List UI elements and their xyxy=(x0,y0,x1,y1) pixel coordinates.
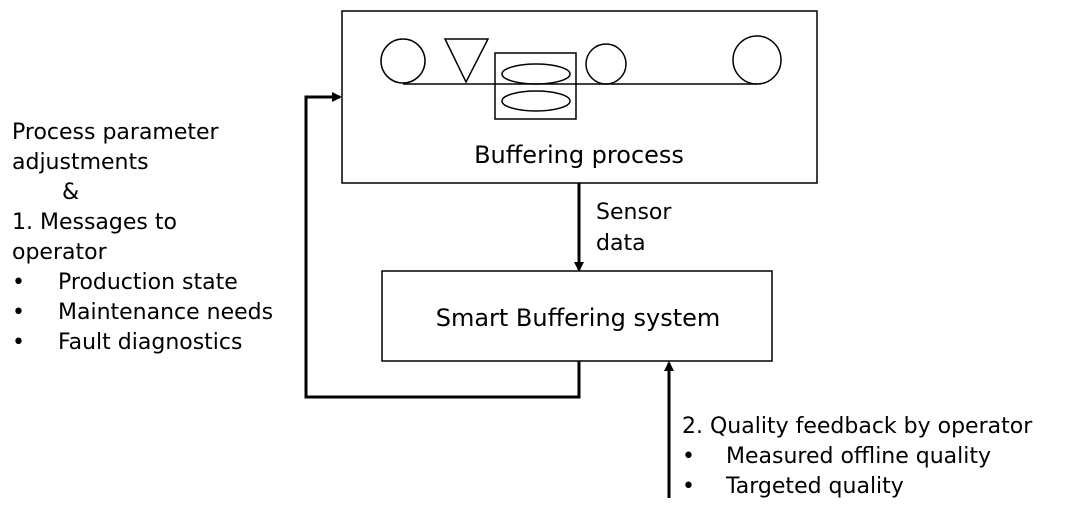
message-bullet-production: Production state xyxy=(12,268,273,298)
quality-bullet-measured: Measured offline quality xyxy=(682,442,1032,472)
adjustments-line1: Process parameter xyxy=(12,120,219,145)
message-bullet-fault: Fault diagnostics xyxy=(12,328,273,358)
quality-title: 2. Quality feedback by operator xyxy=(682,414,1033,439)
adjustments-line2: adjustments xyxy=(12,150,149,175)
quality-bullet-targeted: Targeted quality xyxy=(682,472,1032,502)
process-machine-icon xyxy=(380,35,782,120)
quality-feedback-annotation: 2. Quality feedback by operator Measured… xyxy=(682,412,1032,502)
ampersand: & xyxy=(62,180,80,205)
buffering-process-box: Buffering process xyxy=(341,10,818,184)
adjustments-annotation: Process parameter adjustments & 1. Messa… xyxy=(12,118,273,358)
smart-buffering-system-box: Smart Buffering system xyxy=(381,270,773,362)
sensor-label-line1: Sensor xyxy=(596,200,672,225)
messages-line2: operator xyxy=(12,240,107,265)
message-bullet-maintenance: Maintenance needs xyxy=(12,298,273,328)
system-box-label: Smart Buffering system xyxy=(436,304,721,332)
sensor-label-line2: data xyxy=(596,231,646,256)
messages-line1: 1. Messages to xyxy=(12,210,177,235)
parameter-adjustment-arrow xyxy=(304,92,581,399)
process-box-label: Buffering process xyxy=(474,141,684,169)
